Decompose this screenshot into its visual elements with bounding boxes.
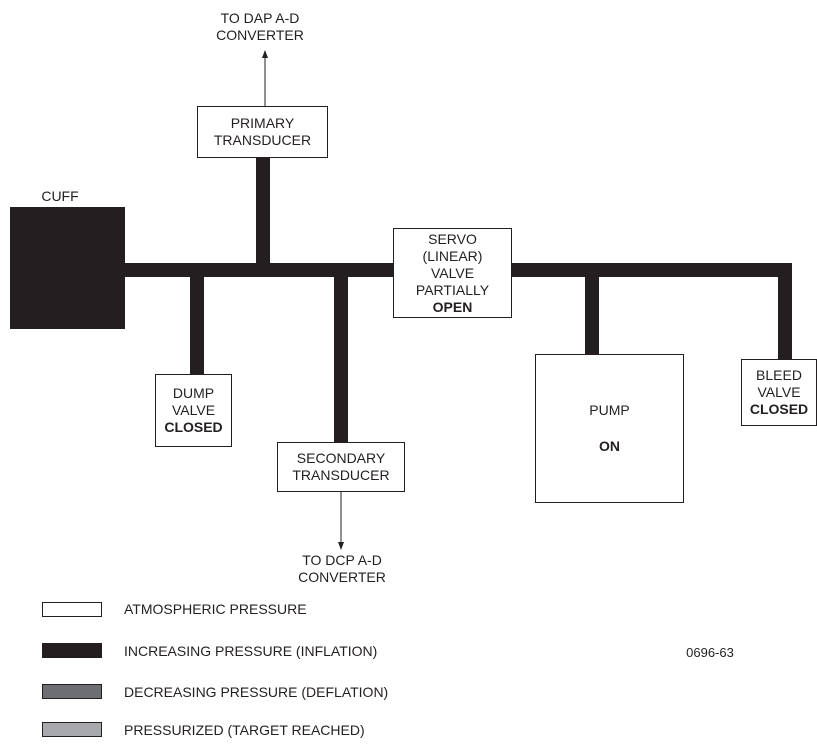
pump-label: PUMP — [589, 402, 630, 418]
legend-label-increasing: INCREASING PRESSURE (INFLATION) — [124, 643, 378, 659]
servo-valve-box: SERVO (LINEAR) VALVE PARTIALLY OPEN — [393, 228, 512, 318]
main-pipe-right — [512, 263, 792, 277]
primary-transducer-box: PRIMARY TRANSDUCER — [197, 106, 328, 158]
legend-label-atmospheric: ATMOSPHERIC PRESSURE — [124, 601, 307, 617]
secondary-transducer-pipe — [334, 275, 348, 443]
primary-output-line2: CONVERTER — [216, 27, 304, 43]
secondary-output-arrow — [338, 492, 344, 550]
servo-valve-line2: (LINEAR) — [422, 247, 483, 264]
servo-valve-line3: VALVE — [430, 264, 475, 281]
dump-valve-pipe — [190, 275, 204, 375]
legend-swatch-pressurized — [42, 722, 102, 737]
servo-valve-state: OPEN — [432, 298, 473, 315]
cuff-label: CUFF — [41, 188, 79, 204]
dump-valve-state: CLOSED — [164, 419, 223, 435]
pump-box: PUMP ON — [535, 354, 684, 503]
legend-swatch-increasing — [42, 643, 102, 658]
secondary-output-label: TO DCP A-D CONVERTER — [272, 552, 412, 586]
secondary-transducer-line1: SECONDARY — [296, 450, 386, 466]
cuff-block — [10, 207, 125, 329]
main-pipe-left — [124, 263, 394, 277]
servo-valve-line4: PARTIALLY — [415, 281, 490, 298]
secondary-transducer-box: SECONDARY TRANSDUCER — [277, 442, 405, 492]
secondary-output-line2: CONVERTER — [298, 569, 386, 585]
pump-state: ON — [599, 438, 620, 454]
dump-valve-line1: DUMP — [172, 385, 215, 401]
secondary-output-line1: TO DCP A-D — [302, 552, 382, 568]
pump-pipe — [585, 275, 599, 355]
primary-transducer-line1: PRIMARY — [230, 115, 295, 131]
primary-transducer-pipe — [256, 157, 270, 265]
secondary-transducer-line2: TRANSDUCER — [292, 467, 390, 483]
dump-valve-box: DUMP VALVE CLOSED — [155, 374, 232, 447]
primary-output-label: TO DAP A-D CONVERTER — [190, 10, 330, 44]
primary-transducer-line2: TRANSDUCER — [213, 132, 312, 148]
bleed-valve-line1: BLEED — [756, 367, 802, 383]
legend-label-decreasing: DECREASING PRESSURE (DEFLATION) — [124, 684, 389, 700]
legend-swatch-decreasing — [42, 684, 102, 699]
dump-valve-line2: VALVE — [171, 402, 216, 418]
bleed-valve-box: BLEED VALVE CLOSED — [741, 359, 817, 426]
primary-output-arrow — [262, 50, 268, 108]
bleed-valve-pipe — [778, 263, 792, 360]
servo-valve-line1: SERVO — [428, 230, 477, 247]
bleed-valve-state: CLOSED — [749, 401, 809, 417]
bleed-valve-line2: VALVE — [757, 384, 801, 400]
primary-output-line1: TO DAP A-D — [220, 10, 300, 26]
legend-label-pressurized: PRESSURIZED (TARGET REACHED) — [124, 722, 365, 738]
figure-id: 0696-63 — [686, 645, 734, 660]
legend-swatch-atmospheric — [42, 602, 102, 617]
